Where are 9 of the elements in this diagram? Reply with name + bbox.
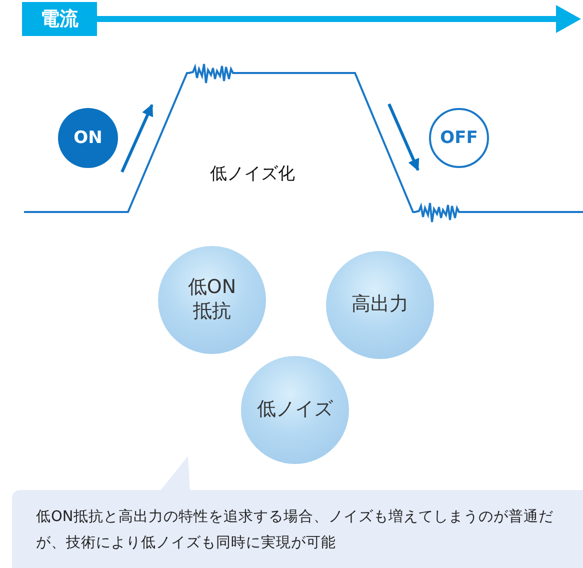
current-tag: 電流 <box>22 2 97 36</box>
feature-label: 低ON抵抗 <box>186 276 238 324</box>
feature-label: 低ノイズ <box>256 398 334 422</box>
state-badge: OFF <box>429 108 489 168</box>
caption-text: 低ノイズ化 <box>210 163 295 185</box>
feature-label: 高出力 <box>350 293 410 317</box>
description-text: 低ON抵抗と高出力の特性を追求する場合、ノイズも増えてしまうのが普通だが、技術により低ノイズも同時に実現が可能 <box>36 508 554 553</box>
speech-bubble <box>12 490 583 568</box>
state-badge: ON <box>58 108 118 168</box>
